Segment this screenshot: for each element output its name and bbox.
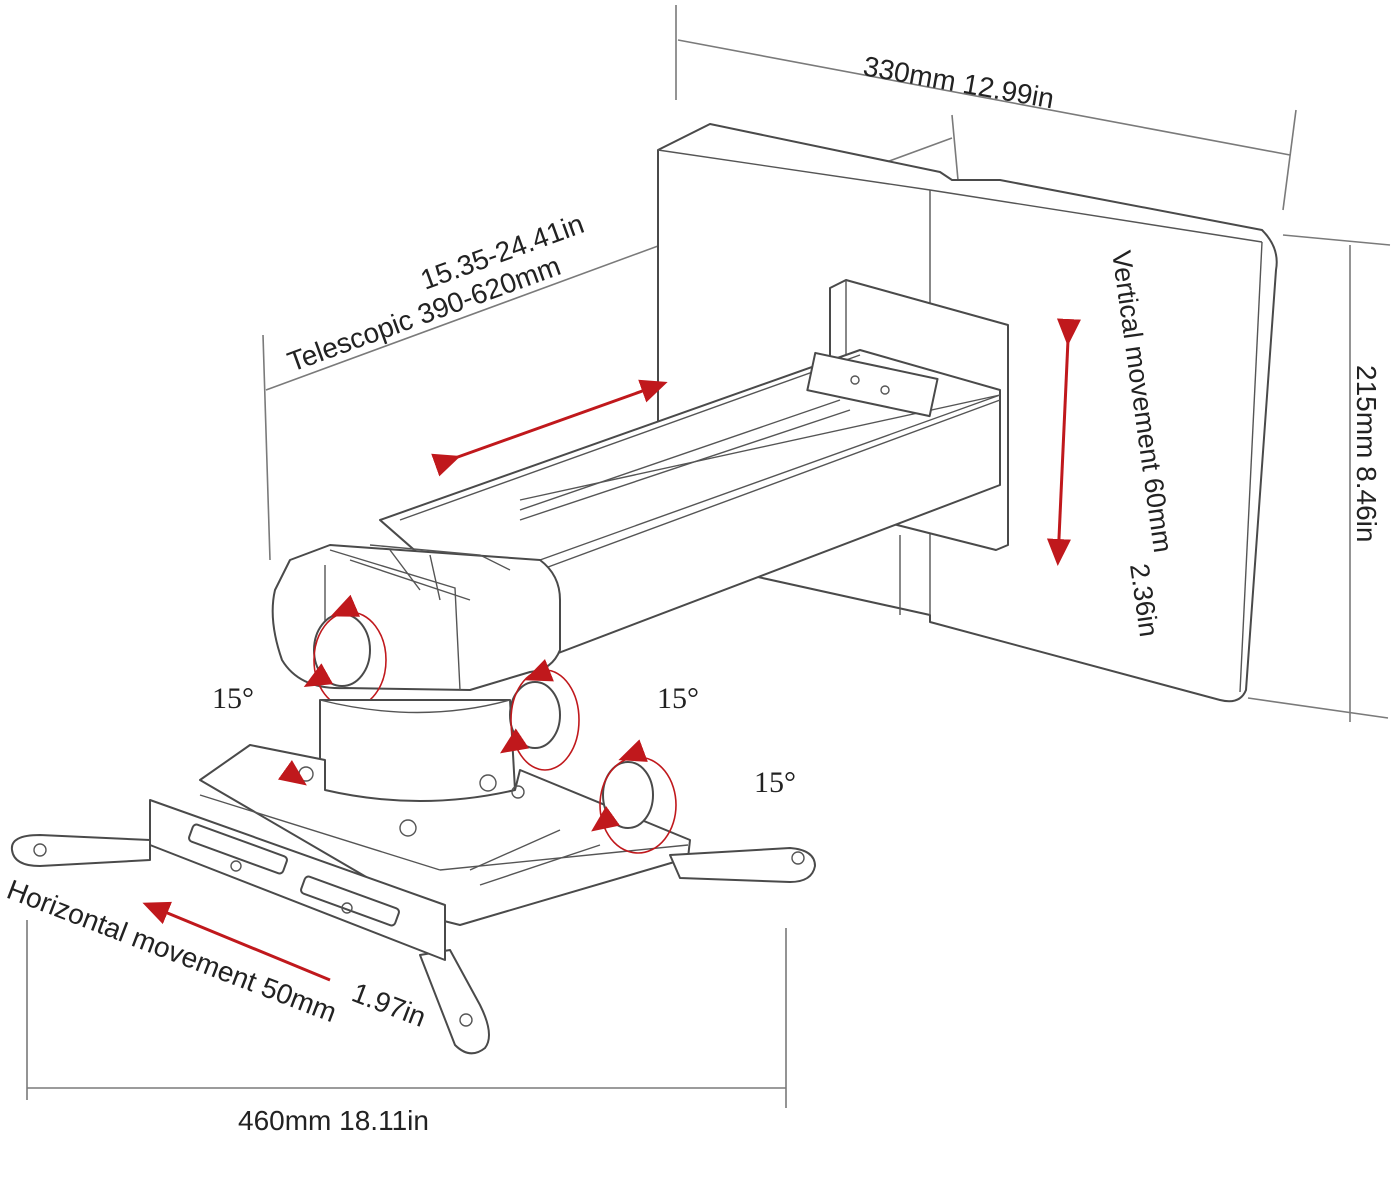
horizontal-inches-label: 1.97in: [348, 977, 430, 1033]
base-plate: [199, 744, 691, 926]
slide-rail: [149, 799, 446, 961]
neck-cylinder: [319, 699, 516, 812]
rotate-arrow-base: [277, 760, 307, 786]
head-housing: [271, 544, 561, 691]
tilt-arrow-left-b: [303, 663, 334, 687]
telescopic-arrow: [431, 379, 668, 477]
tilt-middle-label: 15°: [657, 682, 699, 715]
movement-arrows: [142, 318, 1081, 982]
width-bottom-label: 460mm 18.11in: [238, 1105, 429, 1136]
height-right-label: 215mm 8.46in: [1351, 365, 1382, 542]
tilt-arrow-left-a: [330, 594, 361, 617]
tilt-arrow-right-b: [591, 806, 621, 832]
tilt-arrow-right-a: [618, 739, 648, 762]
tilt-knob-middle: [509, 669, 580, 771]
spider-arms: [10, 834, 816, 1055]
tilt-arrow-middle-a: [524, 659, 554, 682]
width-top-label: 330mm 12.99in: [861, 50, 1056, 114]
tilt-right-label: 15°: [754, 766, 796, 799]
vertical-arrow: [1046, 318, 1081, 566]
tilt-arrow-middle-b: [500, 728, 530, 754]
horizontal-arrow: [142, 901, 331, 982]
tilt-left-label: 15°: [212, 682, 254, 715]
